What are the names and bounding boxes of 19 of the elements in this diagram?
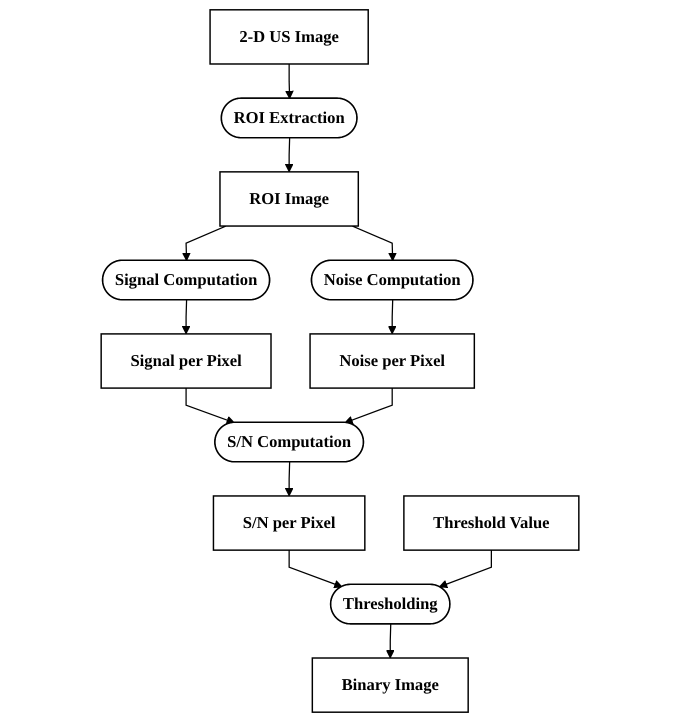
node-box: Binary Image [312,657,469,713]
arrow [344,388,393,424]
arrow [284,462,294,496]
arrow [182,300,190,334]
arrow [285,64,294,100]
node-box: S/N per Pixel [212,495,366,551]
arrow [284,138,294,172]
arrow [352,225,397,262]
arrow [185,388,235,424]
node-box: Noise per Pixel [309,333,476,389]
arrow [388,300,396,334]
arrow [386,624,395,658]
arrow [182,225,226,262]
node-box: 2-D US Image [209,9,369,65]
node-box: ROI Image [219,171,360,227]
arrow [288,550,343,588]
node-box: Threshold Value [403,495,580,551]
node-box: Signal per Pixel [100,333,272,389]
arrow [438,550,492,588]
